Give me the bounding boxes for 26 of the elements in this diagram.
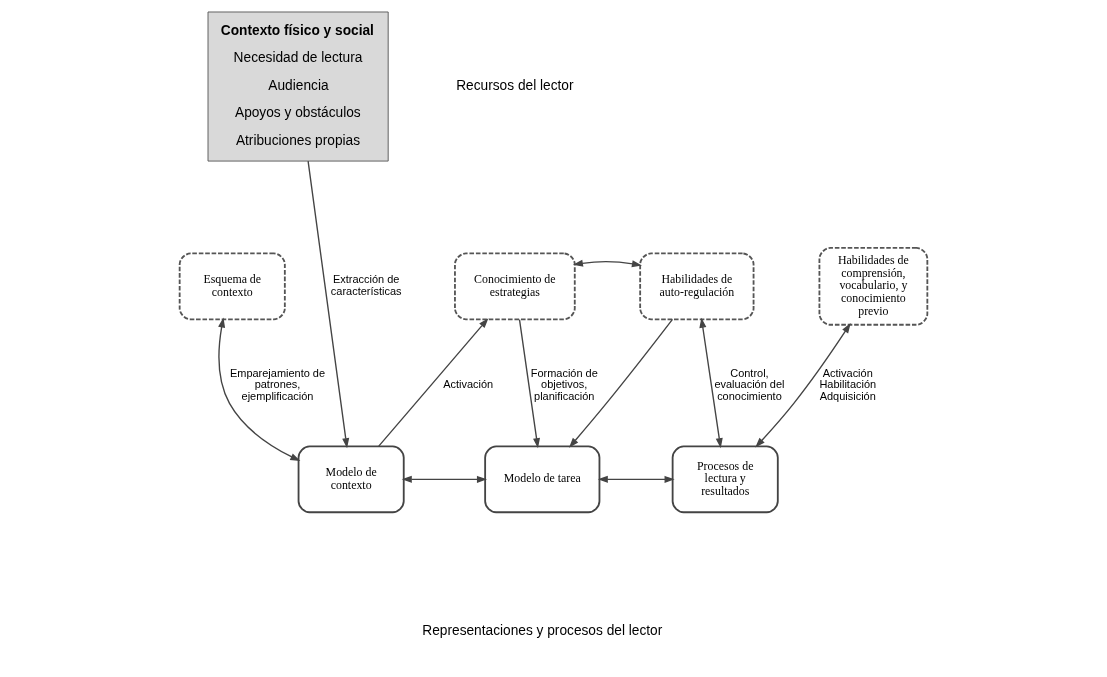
arrow: [518, 319, 540, 449]
node-box: Modelo de contexto: [297, 445, 405, 514]
edge-label: Control, evaluación del conocimiento: [714, 366, 785, 403]
node-box: Habilidades de auto-regulación: [639, 252, 755, 321]
edge-label: Formación de objetivos, planificación: [530, 366, 598, 403]
node-box: Procesos de lectura y resultados: [671, 445, 779, 514]
label: Representaciones y procesos del lector: [422, 623, 663, 639]
arrow: [572, 259, 642, 268]
arrow: [218, 317, 301, 462]
node-box: Contexto físico y social Necesidad de lectura Audiencia Apoyos y obstáculos Atribuciones propias: [207, 11, 389, 162]
label: Recursos del lector: [456, 77, 574, 93]
arrow: [699, 317, 723, 449]
edge-label: Extracción de características: [330, 273, 402, 298]
arrow: [569, 318, 674, 448]
node-box: Conocimiento de estrategias: [454, 252, 576, 321]
edge-label: Activación: [443, 378, 494, 391]
node-box: Modelo de tarea: [484, 445, 601, 514]
arrow: [307, 160, 350, 449]
node-box: Esquema de contexto: [178, 252, 286, 321]
edge-label: Emparejamiento de patrones, ejemplificación: [229, 366, 326, 403]
arrow: [378, 318, 489, 447]
edge-label: Activación Habilitación Adquisición: [819, 366, 877, 403]
arrow: [597, 475, 675, 483]
arrow: [401, 475, 487, 483]
arrow: [755, 323, 851, 448]
node-box: Habilidades de comprensión, vocabulario, y conocimiento previo: [818, 247, 929, 326]
